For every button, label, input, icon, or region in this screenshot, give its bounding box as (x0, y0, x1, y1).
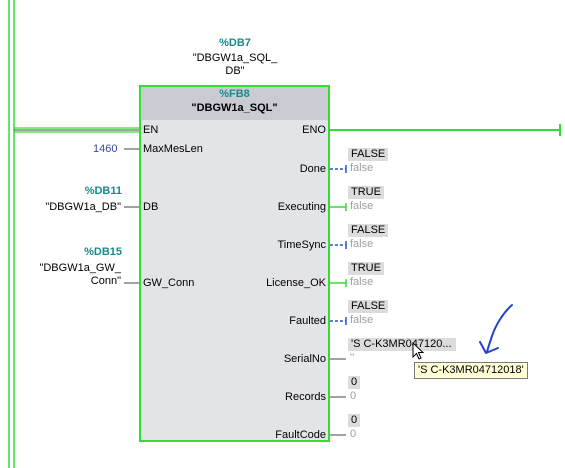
pin-db: DB (143, 201, 159, 213)
function-block-header[interactable]: %FB8 "DBGW1a_SQL" (141, 87, 328, 120)
faultcode-actual-value: 0 (350, 428, 357, 440)
pin-license-ok: License_OK (266, 277, 326, 289)
pin-records: Records (285, 391, 326, 403)
pin-serialno: SerialNo (283, 353, 326, 365)
pin-done: Done (299, 163, 326, 175)
gwconn-value-line2[interactable]: Conn" (90, 275, 121, 287)
annotation-arrow-icon (479, 304, 513, 354)
serialno-actual-value: '' (350, 352, 355, 364)
pin-maxmeslen: MaxMesLen (143, 143, 203, 155)
fb-address: %FB8 (219, 88, 250, 100)
maxmeslen-value[interactable]: 1460 (93, 143, 118, 155)
license-monitor-value[interactable]: TRUE (348, 262, 384, 275)
executing-actual-value: false (350, 200, 374, 212)
gwconn-value-line1[interactable]: "DBGW1a_GW_ (39, 262, 121, 274)
instance-db-address: %DB7 (219, 37, 251, 49)
pin-gw-conn: GW_Conn (143, 277, 195, 289)
executing-monitor-value[interactable]: TRUE (348, 186, 384, 199)
done-monitor-value[interactable]: FALSE (348, 148, 389, 161)
instance-db-name-line1[interactable]: "DBGW1a_SQL_ (192, 52, 278, 64)
timesync-monitor-value[interactable]: FALSE (348, 224, 389, 237)
mouse-cursor-icon (412, 342, 425, 360)
serialno-tooltip: 'S C-K3MR04712018' (414, 362, 528, 379)
function-block[interactable]: %FB8 "DBGW1a_SQL" (139, 85, 330, 442)
serialno-monitor-value[interactable]: 'S C-K3MR047120... (348, 338, 456, 351)
faultcode-monitor-value[interactable]: 0 (348, 414, 361, 427)
pin-timesync: TimeSync (277, 239, 327, 251)
pin-en: EN (143, 124, 159, 136)
timesync-actual-value: false (350, 238, 374, 250)
pin-eno: ENO (302, 124, 326, 136)
db-address: %DB11 (84, 185, 122, 197)
pin-executing: Executing (277, 201, 326, 213)
license-actual-value: false (350, 276, 374, 288)
records-monitor-value[interactable]: 0 (348, 376, 361, 389)
fb-name: "DBGW1a_SQL" (191, 102, 278, 114)
gwconn-address: %DB15 (84, 246, 122, 258)
pin-faultcode: FaultCode (275, 429, 326, 441)
records-actual-value: 0 (350, 390, 357, 402)
faulted-actual-value: false (350, 314, 374, 326)
pin-faulted: Faulted (289, 315, 326, 327)
faulted-monitor-value[interactable]: FALSE (348, 300, 389, 313)
done-actual-value: false (350, 162, 374, 174)
instance-db-name-line2[interactable]: DB" (225, 65, 245, 77)
db-value[interactable]: "DBGW1a_DB" (45, 201, 121, 213)
